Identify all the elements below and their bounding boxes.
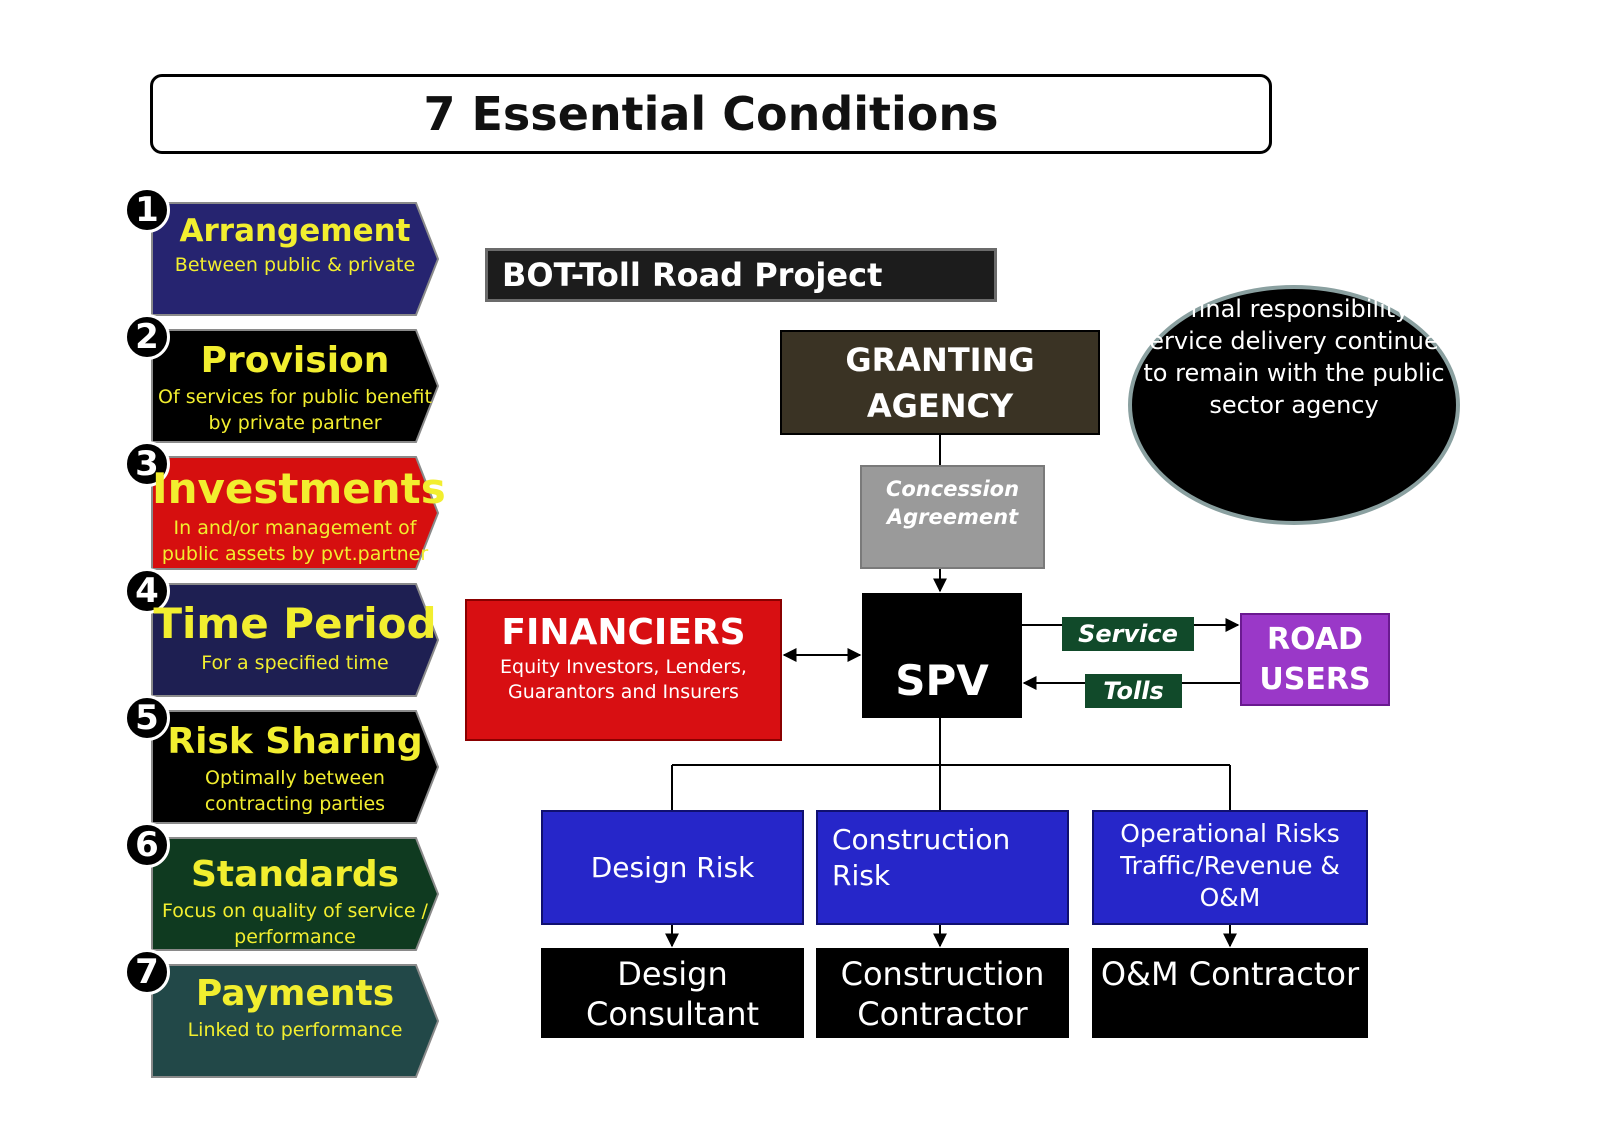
condition-chevron-2 bbox=[151, 329, 440, 443]
condition-number-3: 3 bbox=[124, 441, 170, 487]
financiers-subtitle: Equity Investors, Lenders, Guarantors an… bbox=[500, 656, 747, 703]
condition-chevron-7 bbox=[151, 964, 440, 1078]
condition-number-5: 5 bbox=[124, 695, 170, 741]
construction-risk-box: Construction Risk bbox=[816, 810, 1069, 925]
page-title: 7 Essential Conditions bbox=[150, 74, 1272, 154]
condition-subtitle-3: In and/or management of public assets by… bbox=[161, 517, 429, 565]
financiers-box: FINANCIERS Equity Investors, Lenders, Gu… bbox=[465, 599, 782, 741]
om-contractor-box: O&M Contractor bbox=[1092, 948, 1368, 1038]
design-risk-box: Design Risk bbox=[541, 810, 804, 925]
project-title-banner: BOT-Toll Road Project bbox=[485, 248, 997, 302]
concession-agreement-box: Concession Agreement bbox=[860, 465, 1045, 569]
condition-number-2: 2 bbox=[124, 314, 170, 360]
condition-heading-5: Risk Sharing bbox=[167, 721, 423, 762]
condition-subtitle-5: Optimally between contracting parties bbox=[204, 767, 386, 815]
condition-number-1: 1 bbox=[124, 187, 170, 233]
condition-subtitle-2: Of services for public benefit by privat… bbox=[158, 386, 432, 434]
condition-chevron-5 bbox=[151, 710, 440, 824]
condition-heading-1: Arrangement bbox=[179, 213, 411, 249]
operational-risk-box: Operational Risks Traffic/Revenue & O&M bbox=[1092, 810, 1368, 925]
condition-number-7: 7 bbox=[124, 949, 170, 995]
condition-heading-4: Time Period bbox=[153, 599, 437, 648]
condition-subtitle-7: Linked to performance bbox=[187, 1019, 403, 1041]
construction-contractor-box: Construction Contractor bbox=[816, 948, 1069, 1038]
condition-heading-3: Investments bbox=[152, 464, 446, 513]
tolls-label: Tolls bbox=[1085, 674, 1182, 708]
condition-heading-7: Payments bbox=[195, 973, 395, 1014]
condition-subtitle-4: For a specified time bbox=[201, 652, 389, 674]
condition-chevron-6 bbox=[151, 837, 440, 951]
granting-agency-box: GRANTING AGENCY bbox=[780, 330, 1100, 435]
condition-heading-6: Standards bbox=[190, 854, 400, 895]
condition-number-4: 4 bbox=[124, 568, 170, 614]
financiers-title: FINANCIERS bbox=[501, 612, 746, 653]
condition-chevron-1 bbox=[151, 202, 440, 316]
condition-subtitle-6: Focus on quality of service / performanc… bbox=[162, 900, 428, 948]
condition-chevron-3 bbox=[151, 456, 440, 570]
responsibility-note: The final responsibility for service del… bbox=[1128, 285, 1460, 525]
condition-number-6: 6 bbox=[124, 822, 170, 868]
condition-chevron-4 bbox=[151, 583, 440, 697]
condition-heading-2: Provision bbox=[200, 340, 390, 381]
spv-box: SPV bbox=[862, 593, 1022, 718]
design-consultant-box: Design Consultant bbox=[541, 948, 804, 1038]
condition-subtitle-1: Between public & private bbox=[174, 254, 416, 276]
service-label: Service bbox=[1062, 617, 1194, 651]
road-users-box: ROAD USERS bbox=[1240, 613, 1390, 706]
